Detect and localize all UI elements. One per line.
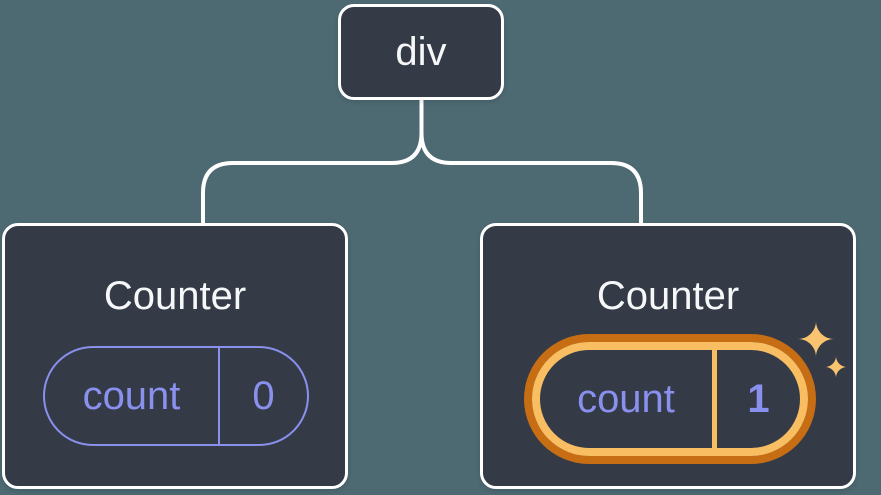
state-value: 1	[747, 377, 770, 421]
state-key-cell: count	[45, 348, 218, 444]
state-value: 0	[252, 374, 275, 418]
state-pill: count 0	[43, 346, 309, 446]
state-key-label: count	[577, 377, 675, 421]
pill-divider	[218, 348, 220, 444]
connector-root-to-right-child	[419, 100, 643, 224]
counter-title: Counter	[596, 274, 740, 318]
counter-node-right: Counter count 1	[480, 223, 856, 489]
sparkles-icon	[798, 321, 847, 378]
counter-title: Counter	[103, 274, 247, 318]
connector-root-to-left-child	[201, 100, 424, 224]
root-node: div	[338, 4, 504, 100]
root-node-label: div	[395, 30, 447, 74]
state-value-cell: 1	[717, 350, 800, 448]
pill-divider	[712, 350, 717, 448]
sparkle-small-icon	[825, 356, 847, 378]
state-key-cell: count	[540, 350, 712, 448]
counter-node-left: Counter count 0	[2, 223, 348, 489]
sparkle-large-icon	[798, 321, 834, 357]
state-value-cell: 0	[220, 348, 307, 444]
state-pill-highlighted: count 1	[532, 342, 808, 456]
state-key-label: count	[82, 374, 181, 418]
